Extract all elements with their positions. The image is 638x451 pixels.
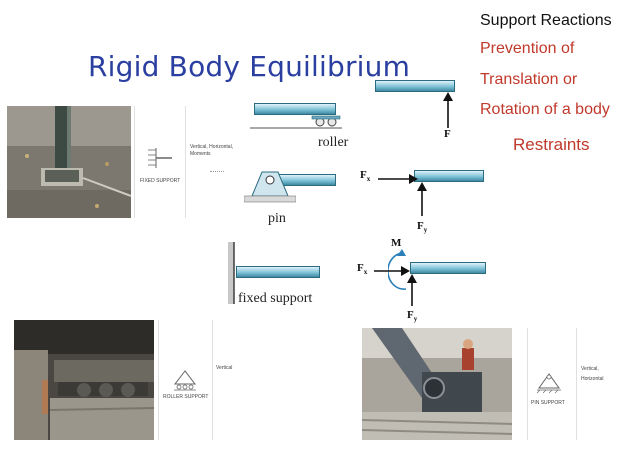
- fixed-support-diagram-label: fixed support: [238, 291, 313, 306]
- roller-fbd-beam: [375, 80, 455, 92]
- force-fx-label: F: [360, 169, 367, 181]
- roller-support-reactions: Vertical: [216, 365, 233, 371]
- fixed-wall-icon: [228, 242, 238, 309]
- pin-connection-photo: [362, 328, 512, 440]
- roller-beam: [254, 103, 336, 115]
- roller-support-label: ROLLER SUPPORT: [163, 394, 209, 400]
- force-fx-label-2: F: [357, 262, 364, 274]
- fixed-support-label: FIXED SUPPORT: [140, 178, 181, 184]
- arrow-up-icon: [441, 92, 455, 133]
- force-fx-subscript: x: [366, 175, 371, 184]
- pin-icon: [243, 166, 297, 211]
- moment-arc-icon: [387, 249, 414, 296]
- arrow-right-icon: [374, 264, 410, 282]
- pin-support-reactions-2: Horizontal: [581, 376, 604, 382]
- roller-support-icon: [172, 370, 198, 397]
- force-fy-subscript-2: y: [413, 315, 418, 324]
- divider-dots: [210, 171, 224, 172]
- force-fy-label: F: [417, 220, 424, 232]
- pin-support-reactions-1: Vertical,: [581, 366, 599, 372]
- column-base-photo: [7, 106, 131, 218]
- fixed-support-icon: [144, 148, 174, 175]
- roller-bearing-photo: [14, 320, 154, 440]
- force-fy-label-2: F: [407, 309, 414, 321]
- arrow-up-icon: [415, 182, 429, 221]
- support-reactions-heading: Support Reactions: [480, 12, 612, 29]
- text-line-2: Translation or: [480, 71, 578, 88]
- text-line-1: Prevention of: [480, 40, 575, 57]
- arrow-right-icon: [378, 172, 418, 190]
- pin-label: pin: [268, 211, 286, 226]
- slide-title: Rigid Body Equilibrium: [88, 50, 411, 83]
- force-fy-subscript: y: [423, 226, 428, 235]
- fixed-beam: [236, 266, 320, 278]
- fixed-support-reactions-2: Moments: [190, 151, 211, 157]
- roller-label: roller: [318, 135, 349, 150]
- text-line-3: Rotation of a body: [480, 101, 610, 118]
- pin-fbd-beam: [414, 170, 484, 182]
- arrow-up-icon: [405, 274, 419, 311]
- restraints-label: Restraints: [513, 135, 590, 154]
- force-fx-subscript-2: x: [363, 268, 368, 277]
- moment-label: M: [391, 237, 402, 249]
- fixed-fbd-beam: [410, 262, 486, 274]
- roller-icon: [250, 114, 342, 137]
- fixed-support-reactions-1: Vertical, Horizontal,: [190, 144, 234, 150]
- force-f-label: F: [444, 128, 451, 140]
- pin-support-icon: [536, 372, 562, 399]
- pin-support-label: PIN SUPPORT: [531, 400, 565, 406]
